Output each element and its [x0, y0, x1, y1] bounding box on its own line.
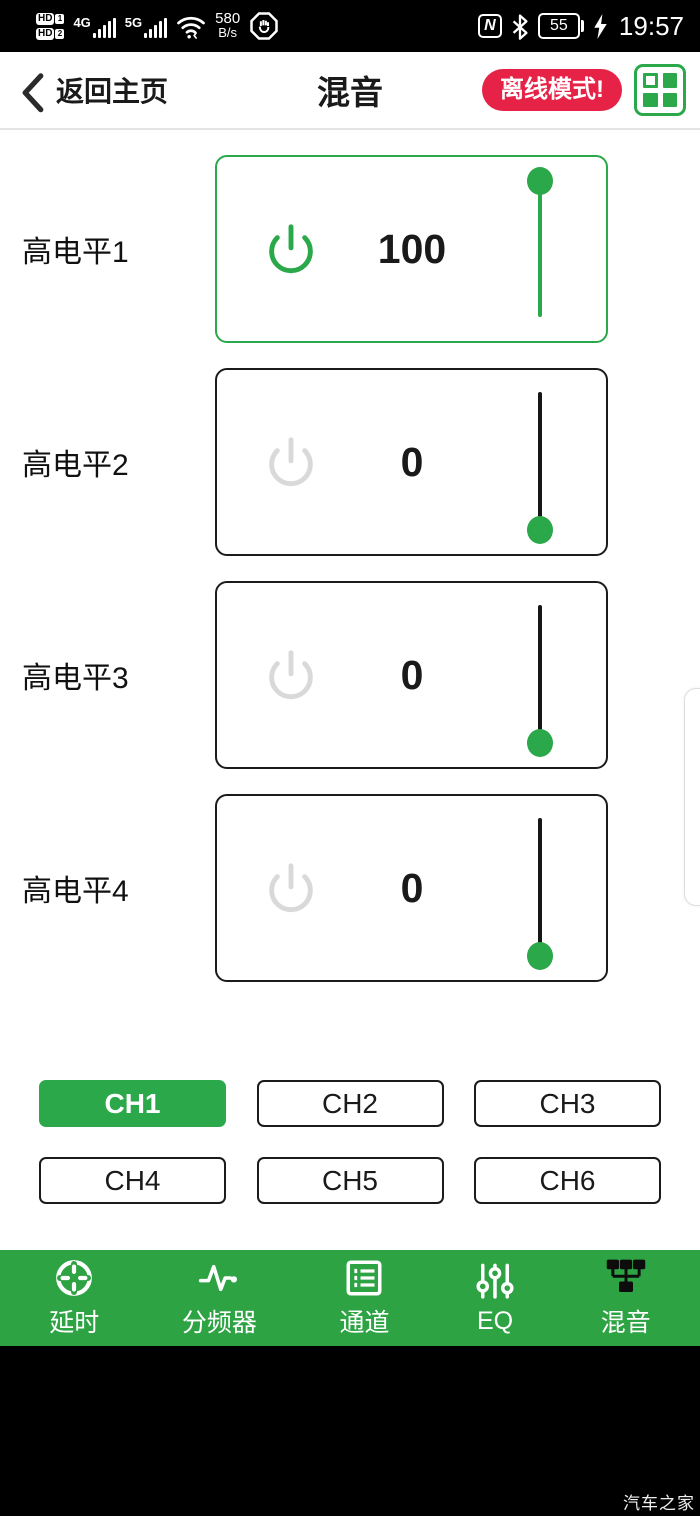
channel-label: 高电平2 — [22, 449, 129, 482]
offline-mode-badge[interactable]: 离线模式! — [482, 69, 622, 111]
channel-list-icon — [341, 1257, 387, 1299]
bottom-nav: 延时 分频器 通道 — [0, 1250, 700, 1346]
tab-label: EQ — [477, 1306, 514, 1335]
slider-thumb[interactable] — [527, 942, 553, 970]
channel-row: 高电平3 0 — [0, 581, 700, 769]
battery-icon: 55 — [537, 13, 584, 39]
ch4-button[interactable]: CH4 — [39, 1157, 226, 1204]
back-chevron-icon — [20, 72, 46, 113]
slider-track — [538, 179, 542, 317]
level-slider[interactable] — [527, 806, 553, 970]
level-slider[interactable] — [527, 380, 553, 544]
signal-5g: 5G — [125, 15, 168, 38]
signal-4g: 4G — [73, 15, 116, 38]
channel-card: 0 — [215, 581, 608, 769]
slider-track — [538, 818, 542, 956]
watermark: 汽车之家 — [623, 1494, 695, 1513]
tab-mixer[interactable]: 混音 — [601, 1257, 651, 1339]
charging-bolt-icon — [593, 14, 608, 39]
power-toggle-icon[interactable] — [263, 434, 319, 490]
slider-thumb[interactable] — [527, 167, 553, 195]
tab-crossover[interactable]: 分频器 — [182, 1257, 257, 1339]
ch2-button[interactable]: CH2 — [256, 1080, 444, 1127]
page-title: 混音 — [317, 74, 383, 111]
channel-label: 高电平1 — [22, 236, 129, 269]
hd1-icon: HD — [36, 12, 55, 25]
signal-bars-icon — [144, 17, 168, 38]
power-toggle-icon[interactable] — [263, 860, 319, 916]
waveform-icon — [196, 1257, 242, 1299]
channel-value: 0 — [400, 438, 424, 485]
level-slider[interactable] — [527, 167, 553, 331]
slider-thumb[interactable] — [527, 516, 553, 544]
tab-label: 混音 — [600, 1309, 651, 1337]
nfc-icon: N — [477, 14, 502, 38]
header: 返回主页 混音 离线模式! — [0, 52, 700, 130]
ch3-button[interactable]: CH3 — [474, 1080, 661, 1127]
channel-row: 高电平1 100 — [0, 155, 700, 343]
wifi-icon — [176, 13, 206, 39]
channel-row: 高电平2 0 — [0, 368, 700, 556]
hd2-icon: HD — [36, 27, 55, 40]
channel-value: 0 — [400, 864, 424, 911]
power-toggle-icon[interactable] — [263, 221, 319, 277]
tab-delay[interactable]: 延时 — [49, 1257, 99, 1339]
ch1-button[interactable]: CH1 — [39, 1080, 226, 1127]
level-slider[interactable] — [527, 593, 553, 757]
channel-value: 100 — [377, 225, 447, 272]
layout-grid-icon[interactable] — [634, 64, 686, 116]
block-hand-icon — [249, 11, 279, 41]
signal-bars-icon — [92, 17, 116, 38]
channel-label: 高电平3 — [22, 662, 129, 695]
tab-channel[interactable]: 通道 — [339, 1257, 389, 1339]
edge-floating-panel[interactable] — [684, 688, 700, 906]
channel-selector: CH1 CH2 CH3 CH4 CH5 CH6 — [0, 1080, 700, 1204]
channel-card: 100 — [215, 155, 608, 343]
channel-row: 高电平4 0 — [0, 794, 700, 982]
eq-sliders-icon — [472, 1261, 518, 1303]
network-speed: 580 B/s — [215, 10, 241, 40]
channel-card: 0 — [215, 368, 608, 556]
footer-area: 汽车之家 — [0, 1346, 700, 1516]
battery-level: 55 — [537, 13, 580, 39]
back-label: 返回主页 — [56, 76, 169, 107]
tab-eq[interactable]: EQ — [472, 1261, 518, 1336]
channel-label: 高电平4 — [22, 875, 129, 908]
mixer-tree-icon — [603, 1257, 649, 1299]
tab-label: 通道 — [339, 1309, 390, 1337]
back-button[interactable]: 返回主页 — [20, 70, 169, 113]
channel-list: 高电平1 100 高电平2 — [0, 130, 700, 982]
slider-track — [538, 605, 542, 743]
bluetooth-icon — [511, 13, 529, 40]
ch6-button[interactable]: CH6 — [474, 1157, 661, 1204]
ch5-button[interactable]: CH5 — [256, 1157, 444, 1204]
power-toggle-icon[interactable] — [263, 647, 319, 703]
channel-value: 0 — [400, 651, 424, 698]
tab-label: 延时 — [49, 1309, 100, 1337]
tab-label: 分频器 — [181, 1309, 257, 1337]
timer-icon — [51, 1257, 97, 1299]
channel-card: 0 — [215, 794, 608, 982]
slider-thumb[interactable] — [527, 729, 553, 757]
clock-text: 19:57 — [618, 10, 684, 41]
slider-track — [538, 392, 542, 530]
